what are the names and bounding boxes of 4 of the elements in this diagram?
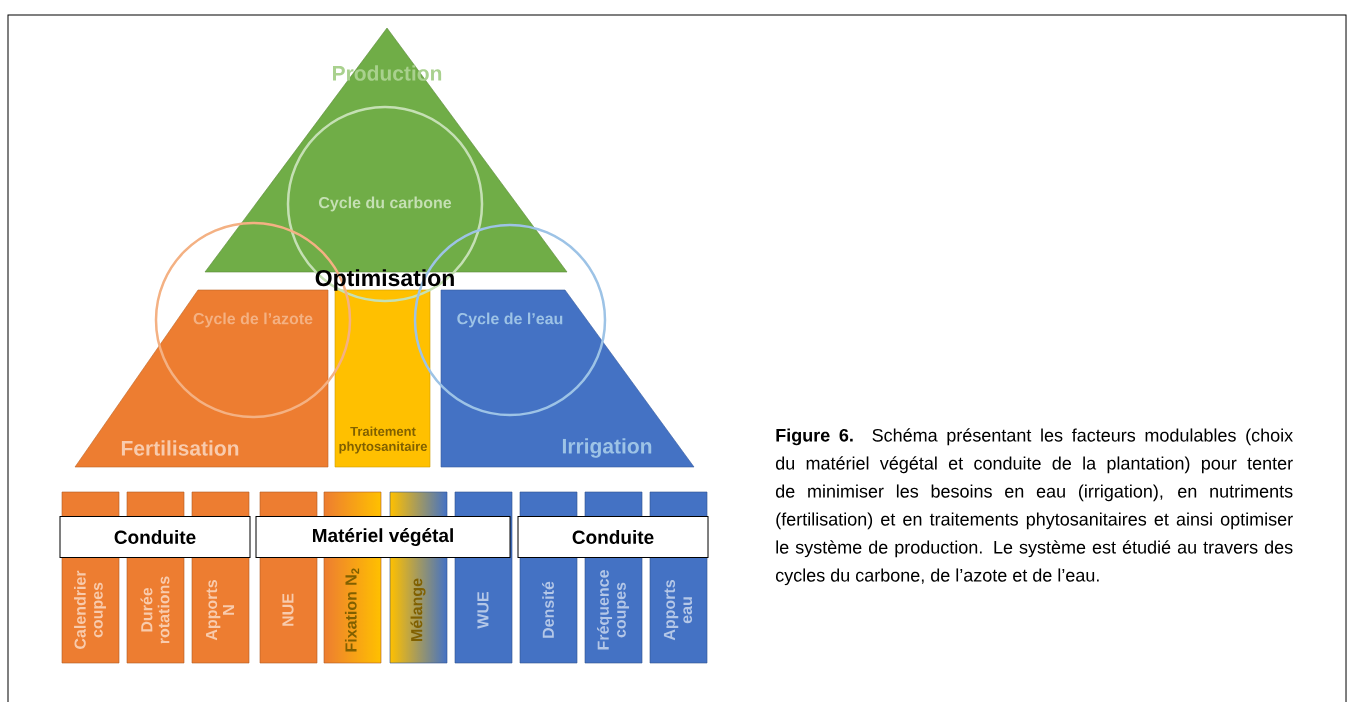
banner-box: Conduite xyxy=(517,516,709,558)
banner-box: Conduite xyxy=(59,516,251,558)
caption: Figure 6. Schéma présentant les facteurs modulables (choix du matériel végétal et conduite de la plantation) pour tenter de minimiser les besoins en eau (irrigation), en nutriments (fertilisation) et en traitements phytosanitaires et ainsi optimiser le système de production. Le système est étudié au travers des cycles du carbone, de l’azote et de l’eau. xyxy=(775,428,1293,586)
banner-box: Matériel végétal xyxy=(255,516,511,558)
